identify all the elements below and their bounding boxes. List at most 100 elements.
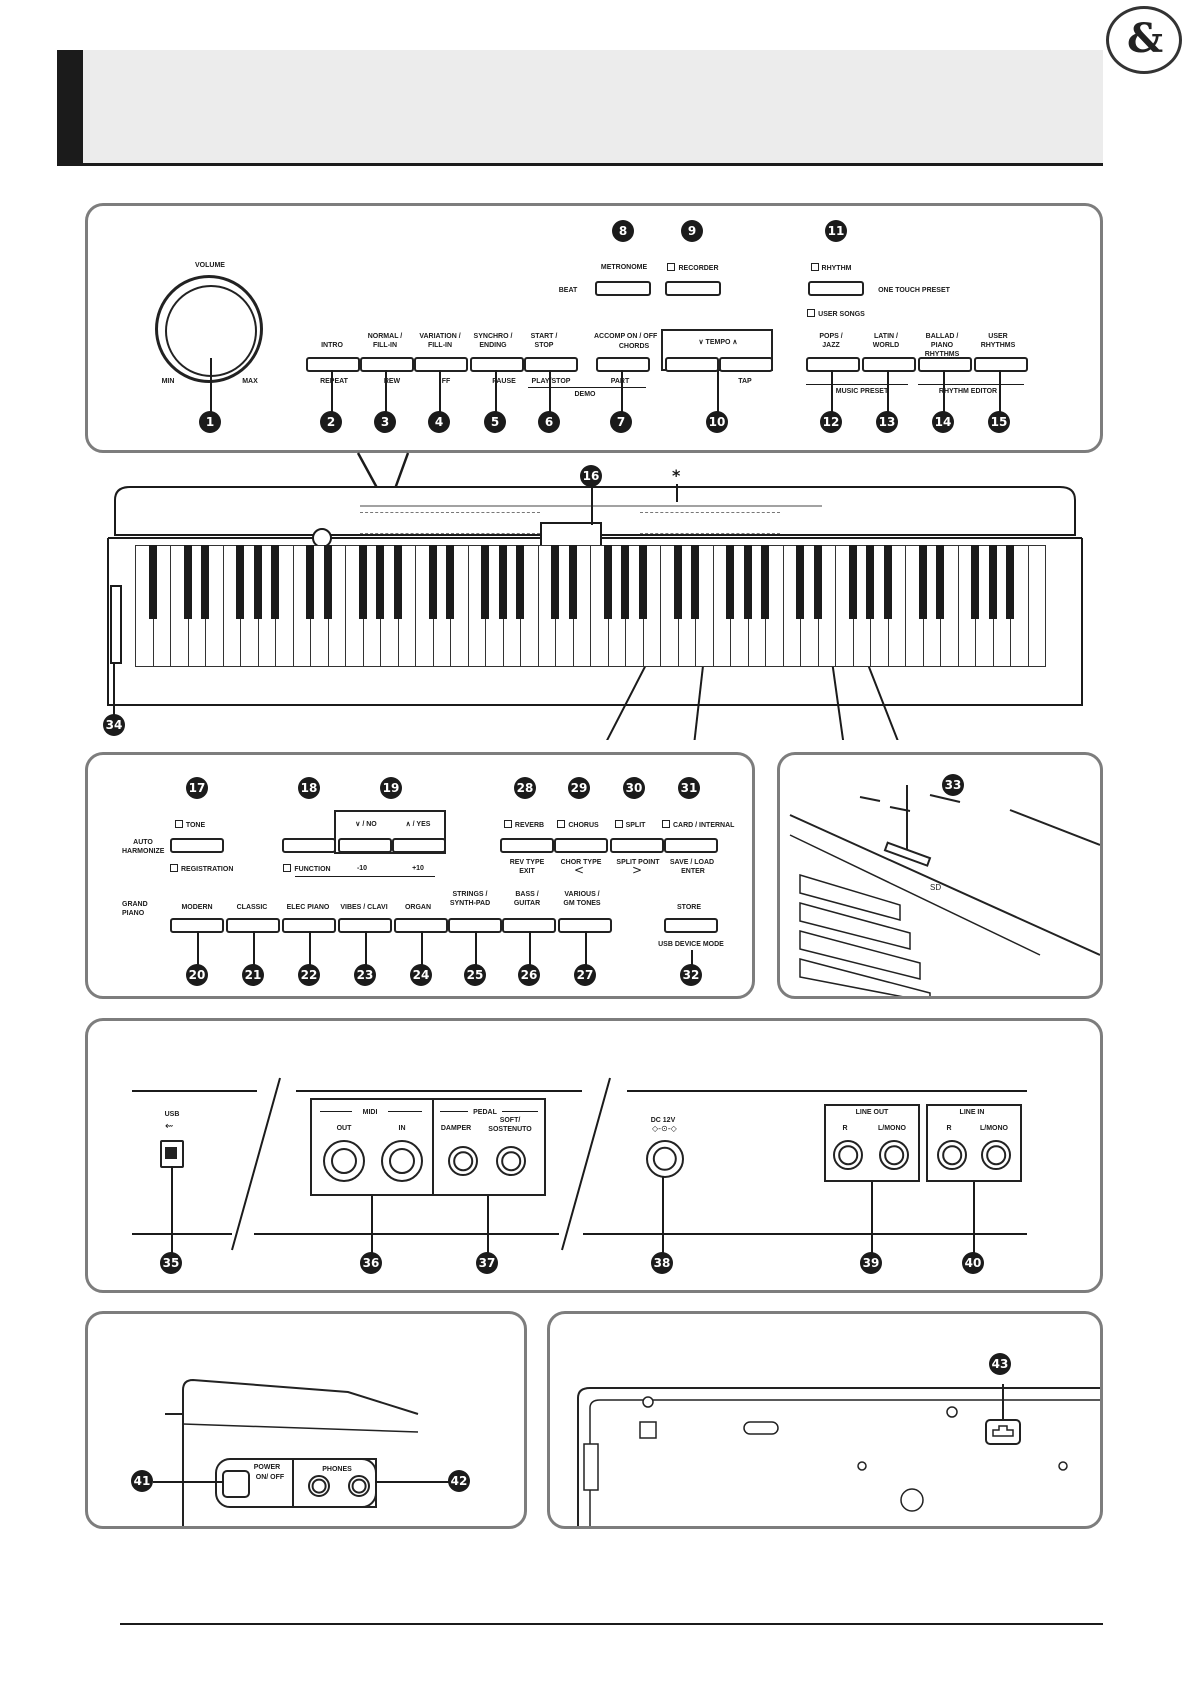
store-button[interactable] (664, 918, 718, 933)
line-in-r-label: R (946, 1125, 952, 1132)
metronome-button[interactable] (595, 281, 651, 296)
reverb-button[interactable] (500, 838, 554, 853)
callout-36: 36 (360, 1252, 382, 1274)
usb-device-mode-label: USB DEVICE MODE (658, 941, 724, 948)
callout-12: 12 (820, 411, 842, 433)
dc-jack[interactable] (646, 1140, 684, 1178)
demo-label: DEMO (574, 391, 596, 398)
callout-4: 4 (428, 411, 450, 433)
volume-max: MAX (242, 378, 258, 385)
black-key (306, 545, 314, 619)
line-in-l-jack[interactable] (981, 1140, 1011, 1170)
callout-16: 16 (580, 465, 602, 487)
accomp-on-off-label: ACCOMP ON / OFF (594, 333, 658, 340)
usb-port[interactable] (160, 1140, 184, 1168)
black-key (201, 545, 209, 619)
chorus-label: CHORUS (554, 820, 602, 830)
callout-31: 31 (678, 777, 700, 799)
line-out-l-jack[interactable] (879, 1140, 909, 1170)
user-songs-label: USER SONGS (806, 309, 866, 319)
svg-text:SD: SD (930, 883, 941, 892)
recorder-button[interactable] (665, 281, 721, 296)
synchro-ending-button[interactable] (470, 357, 524, 372)
callout-38: 38 (651, 1252, 673, 1274)
accomp-button[interactable] (596, 357, 650, 372)
black-key (271, 545, 279, 619)
damper-jack[interactable] (448, 1146, 478, 1176)
beat-label: BEAT (558, 287, 578, 294)
line-out-r-jack[interactable] (833, 1140, 863, 1170)
normal-fill-button[interactable] (360, 357, 414, 372)
callout-22: 22 (298, 964, 320, 986)
chorus-button[interactable] (554, 838, 608, 853)
footer-rule (120, 1623, 1103, 1625)
music-preset-label: MUSIC PRESET (835, 388, 889, 395)
callout-37: 37 (476, 1252, 498, 1274)
callout-10: 10 (706, 411, 728, 433)
latin-world-label: LATIN / WORLD (872, 333, 900, 349)
latin-world-button[interactable] (862, 357, 916, 372)
black-key (726, 545, 734, 619)
bass-guitar-label: BASS / GUITAR (513, 891, 541, 907)
midi-in-port[interactable] (381, 1140, 423, 1182)
tone-button[interactable] (170, 838, 224, 853)
variation-fill-button[interactable] (414, 357, 468, 372)
user-rhythms-button[interactable] (974, 357, 1028, 372)
header-rule (57, 163, 1103, 166)
split-button[interactable] (610, 838, 664, 853)
black-key (883, 545, 892, 619)
chor-type-label: CHOR TYPE (560, 859, 602, 866)
black-key (516, 545, 524, 619)
normal-fill-label: NORMAL / FILL-IN (367, 333, 403, 349)
variation-fill-label: VARIATION / FILL-IN (419, 333, 461, 349)
underside-closeup (547, 1311, 1103, 1529)
rhythm-button[interactable] (808, 281, 864, 296)
line-in-r-jack[interactable] (937, 1140, 967, 1170)
midi-pedal-box (310, 1098, 546, 1196)
phones-jack-2[interactable] (348, 1475, 370, 1497)
tempo-down-button[interactable] (665, 357, 719, 372)
play-stop-label: PLAY/STOP (531, 378, 571, 385)
phones-jack-1[interactable] (308, 1475, 330, 1497)
soft-sostenuto-label: SOFT/ SOSTENUTO (488, 1117, 532, 1133)
card-internal-label: CARD / INTERNAL (662, 820, 734, 830)
black-key (603, 545, 612, 619)
black-key (236, 545, 244, 619)
callout-15: 15 (988, 411, 1010, 433)
classic-label: CLASSIC (236, 904, 268, 911)
auto-harmonize-label: AUTO HARMONIZE (122, 839, 165, 855)
logo-glyph: & (1127, 15, 1164, 62)
line-in-lmono-label: L/MONO (980, 1125, 1008, 1132)
ballad-button[interactable] (918, 357, 972, 372)
start-stop-button[interactable] (524, 357, 578, 372)
power-label: POWER (253, 1464, 281, 1471)
callout-28: 28 (514, 777, 536, 799)
callout-5: 5 (484, 411, 506, 433)
card-button[interactable] (664, 838, 718, 853)
callout-33: 33 (942, 774, 964, 796)
callout-26: 26 (518, 964, 540, 986)
line-in-label: LINE IN (959, 1109, 985, 1116)
no-button[interactable] (338, 838, 392, 853)
rear-panel-closeup (85, 1018, 1103, 1293)
less-than-icon: < (574, 863, 585, 877)
pops-jazz-button[interactable] (806, 357, 860, 372)
line-in-box (926, 1104, 1022, 1182)
soft-sostenuto-jack[interactable] (496, 1146, 526, 1176)
black-key (848, 545, 857, 619)
black-key (796, 545, 804, 619)
split-label: SPLIT (610, 820, 650, 830)
line-out-box (824, 1104, 920, 1182)
asterisk: * (672, 466, 681, 485)
ff-label: FF (441, 378, 451, 385)
callout-23: 23 (354, 964, 376, 986)
tempo-up-button[interactable] (719, 357, 773, 372)
grand-piano-label: GRAND PIANO (122, 901, 148, 917)
keyboard (135, 545, 1046, 667)
plus10-label: +10 (412, 865, 424, 872)
tempo-label: ∨ TEMPO ∧ (698, 339, 738, 346)
black-key (183, 545, 192, 619)
yes-button[interactable] (392, 838, 446, 853)
midi-out-port[interactable] (323, 1140, 365, 1182)
intro-button[interactable] (306, 357, 360, 372)
